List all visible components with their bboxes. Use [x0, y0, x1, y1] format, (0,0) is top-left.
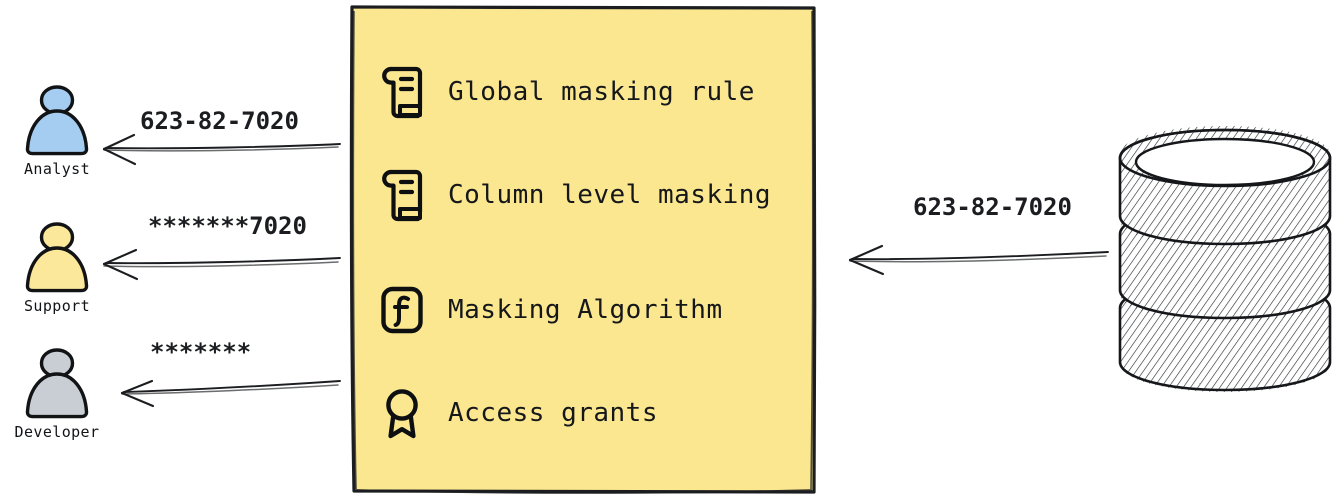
actor-label: Analyst [23, 160, 90, 178]
database-section-top [1118, 126, 1332, 248]
policy-item-label: Access grants [448, 398, 658, 428]
award-ribbon-icon [386, 389, 418, 439]
actor-label: Developer [14, 423, 100, 441]
panel-background [349, 5, 817, 494]
arrow-panel-to-developer [120, 379, 341, 408]
policy-item-access-grants[interactable]: Access grants [378, 383, 658, 443]
policy-item-label: Global masking rule [448, 77, 755, 107]
policy-item-label: Masking Algorithm [448, 295, 723, 325]
flow-label-analyst: 623-82-7020 [140, 107, 299, 135]
database-icon[interactable] [1112, 112, 1338, 400]
flow-label-database: 623-82-7020 [913, 193, 1072, 221]
scroll-icon [382, 169, 423, 222]
policy-item-list: Global masking rule Column level masking [348, 2, 818, 496]
arrow-database-to-panel [848, 244, 1109, 276]
actor-developer[interactable]: Developer [2, 341, 112, 441]
actor-support[interactable]: Support [2, 215, 112, 315]
person-icon [25, 85, 89, 156]
arrow-panel-to-support [102, 248, 341, 281]
actor-analyst[interactable]: Analyst [2, 78, 112, 178]
policy-item-column-level-masking[interactable]: Column level masking [378, 165, 771, 225]
function-icon [381, 286, 423, 334]
actor-label: Support [23, 297, 90, 315]
flow-label-support: *******7020 [148, 212, 307, 240]
person-icon [25, 348, 89, 419]
arrow-panel-to-analyst [102, 133, 341, 166]
masking-policy-panel[interactable]: Global masking rule Column level masking [348, 2, 818, 496]
policy-item-masking-algorithm[interactable]: Masking Algorithm [378, 280, 723, 340]
scroll-icon [382, 66, 423, 119]
policy-item-label: Column level masking [448, 180, 772, 210]
person-icon [25, 222, 89, 293]
policy-item-global-masking-rule[interactable]: Global masking rule [378, 62, 755, 122]
flow-label-developer: ******* [150, 338, 252, 366]
